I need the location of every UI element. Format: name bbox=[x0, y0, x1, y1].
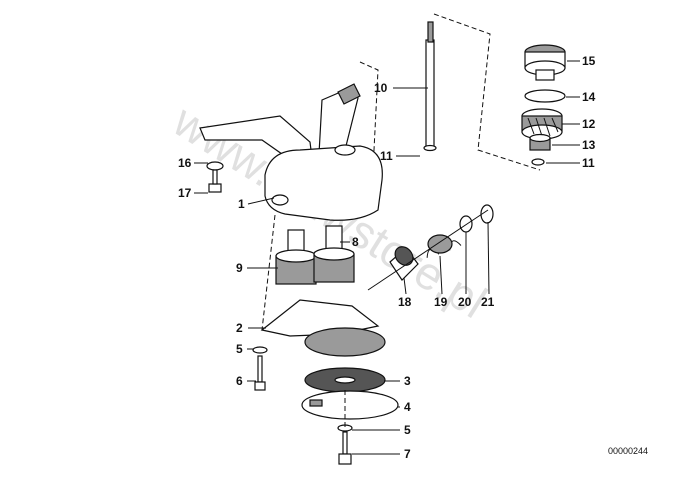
cap bbox=[524, 44, 566, 81]
callout-14: 14 bbox=[582, 90, 596, 104]
diagram-part-number: 00000244 bbox=[608, 446, 648, 456]
callout-2: 2 bbox=[236, 321, 243, 335]
callout-4: 4 bbox=[404, 400, 411, 414]
filter-screen bbox=[304, 367, 386, 393]
callout-11-gear: 11 bbox=[582, 156, 595, 170]
filter-plate bbox=[301, 390, 399, 420]
washer-upper-right bbox=[531, 158, 545, 166]
callout-12: 12 bbox=[582, 117, 596, 131]
callout-6: 6 bbox=[236, 374, 243, 388]
callout-9: 9 bbox=[236, 261, 243, 275]
relief-valve-piston bbox=[389, 246, 419, 281]
callout-18: 18 bbox=[398, 295, 412, 309]
assembly-line-valve bbox=[367, 209, 489, 291]
assembly-line-pump-top bbox=[359, 61, 379, 191]
pump-gear-left bbox=[275, 229, 317, 285]
callout-17: 17 bbox=[178, 186, 192, 200]
callout-8: 8 bbox=[352, 235, 359, 249]
drive-shaft bbox=[423, 21, 437, 152]
callout-7: 7 bbox=[404, 447, 411, 461]
circlip bbox=[480, 204, 494, 224]
bushing bbox=[529, 133, 551, 151]
callout-10: 10 bbox=[374, 81, 388, 95]
callout-3: 3 bbox=[404, 374, 411, 388]
callout-15: 15 bbox=[582, 54, 596, 68]
callout-19: 19 bbox=[434, 295, 448, 309]
callout-1: 1 bbox=[238, 197, 245, 211]
callout-21: 21 bbox=[481, 295, 495, 309]
bolt-bottom bbox=[338, 431, 352, 465]
callout-16: 16 bbox=[178, 156, 192, 170]
helical-gear bbox=[521, 108, 563, 140]
washer-left bbox=[206, 161, 224, 171]
spring-washer bbox=[459, 215, 473, 233]
pump-cover bbox=[260, 299, 386, 357]
leader-lines bbox=[194, 60, 580, 455]
callout-13: 13 bbox=[582, 138, 596, 152]
pump-housing bbox=[199, 83, 383, 221]
bolt-cover bbox=[254, 355, 266, 391]
callout-5-bottom: 5 bbox=[404, 423, 411, 437]
sealing-ring bbox=[524, 89, 566, 103]
relief-valve-spring bbox=[426, 234, 462, 258]
callout-5-cover: 5 bbox=[236, 342, 243, 356]
assembly-line-gears bbox=[261, 214, 276, 331]
washer-cover bbox=[252, 346, 268, 354]
pump-gear-right bbox=[313, 225, 355, 283]
assembly-line-shaft bbox=[433, 13, 541, 171]
bolt-left bbox=[208, 169, 222, 193]
callout-20: 20 bbox=[458, 295, 472, 309]
callout-11-shaft: 11 bbox=[380, 149, 393, 163]
